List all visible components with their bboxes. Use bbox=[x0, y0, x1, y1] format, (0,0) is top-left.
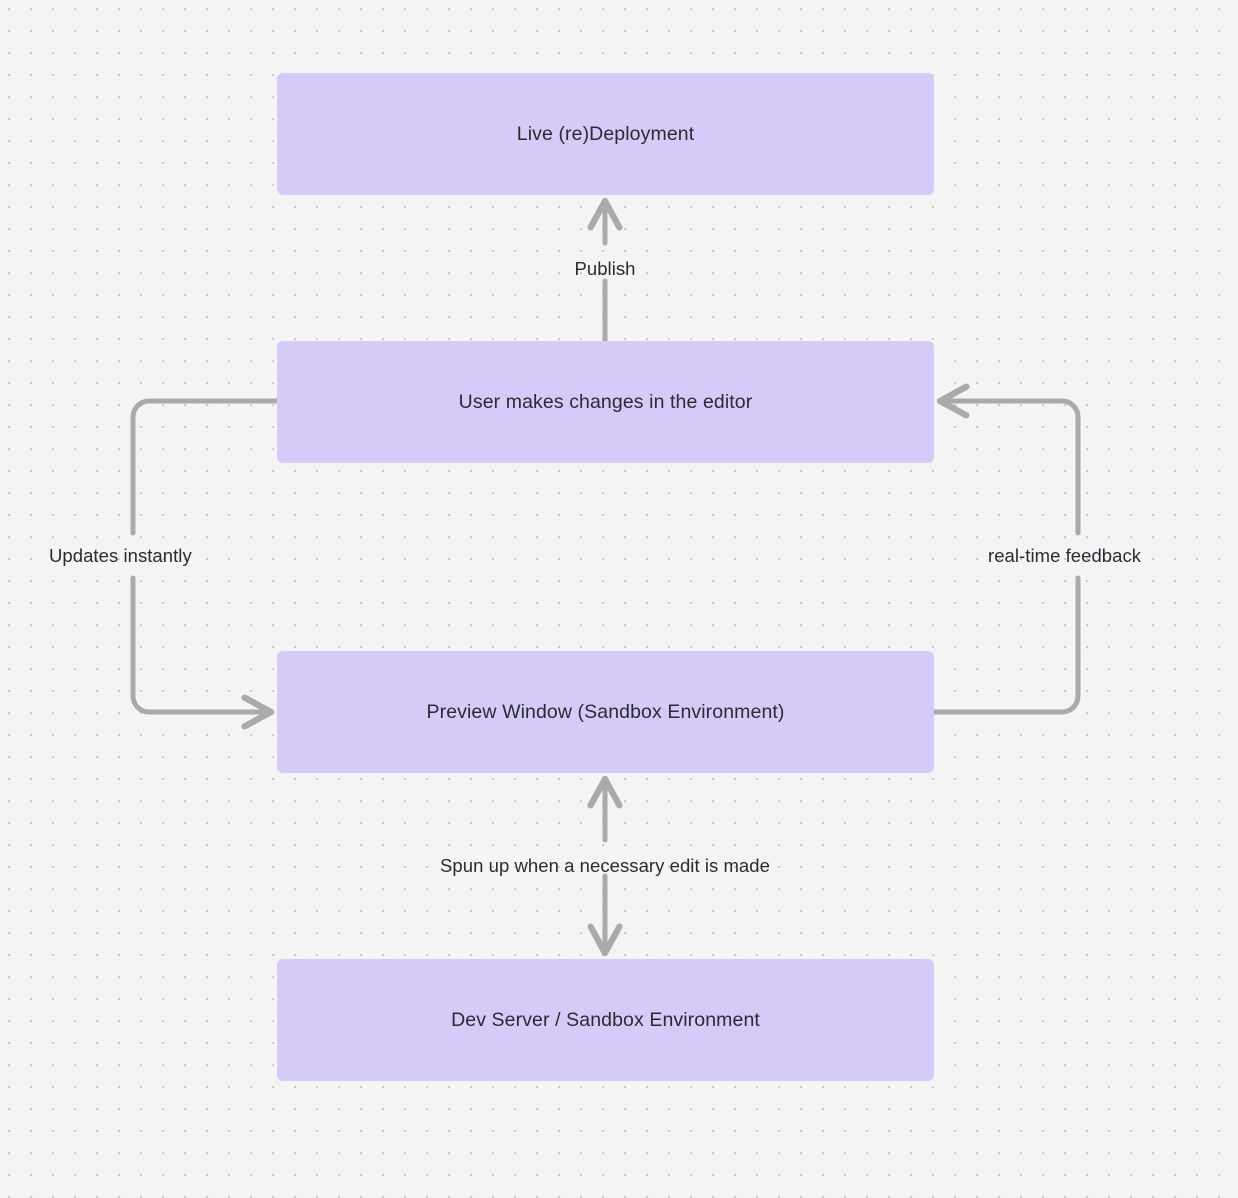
edge-updates-instantly-lower bbox=[130, 575, 275, 730]
edge-real-time-feedback-upper bbox=[936, 383, 1081, 536]
edge-real-time-feedback-lower bbox=[931, 575, 1081, 715]
node-preview-window-label: Preview Window (Sandbox Environment) bbox=[426, 700, 785, 723]
edge-label-spun-up: Spun up when a necessary edit is made bbox=[440, 855, 770, 876]
edge-label-updates-instantly: Updates instantly bbox=[49, 545, 192, 566]
edge-label-publish: Publish bbox=[574, 258, 636, 279]
node-preview-window[interactable]: Preview Window (Sandbox Environment) bbox=[277, 651, 934, 773]
node-live-deployment[interactable]: Live (re)Deployment bbox=[277, 73, 934, 195]
node-user-edits[interactable]: User makes changes in the editor bbox=[277, 341, 934, 463]
node-live-deployment-label: Live (re)Deployment bbox=[516, 122, 695, 145]
node-dev-server[interactable]: Dev Server / Sandbox Environment bbox=[277, 959, 934, 1081]
edge-updates-instantly-upper bbox=[130, 398, 280, 536]
node-user-edits-label: User makes changes in the editor bbox=[458, 390, 753, 413]
edge-label-real-time-feedback: real-time feedback bbox=[988, 545, 1142, 566]
node-dev-server-label: Dev Server / Sandbox Environment bbox=[451, 1008, 760, 1031]
